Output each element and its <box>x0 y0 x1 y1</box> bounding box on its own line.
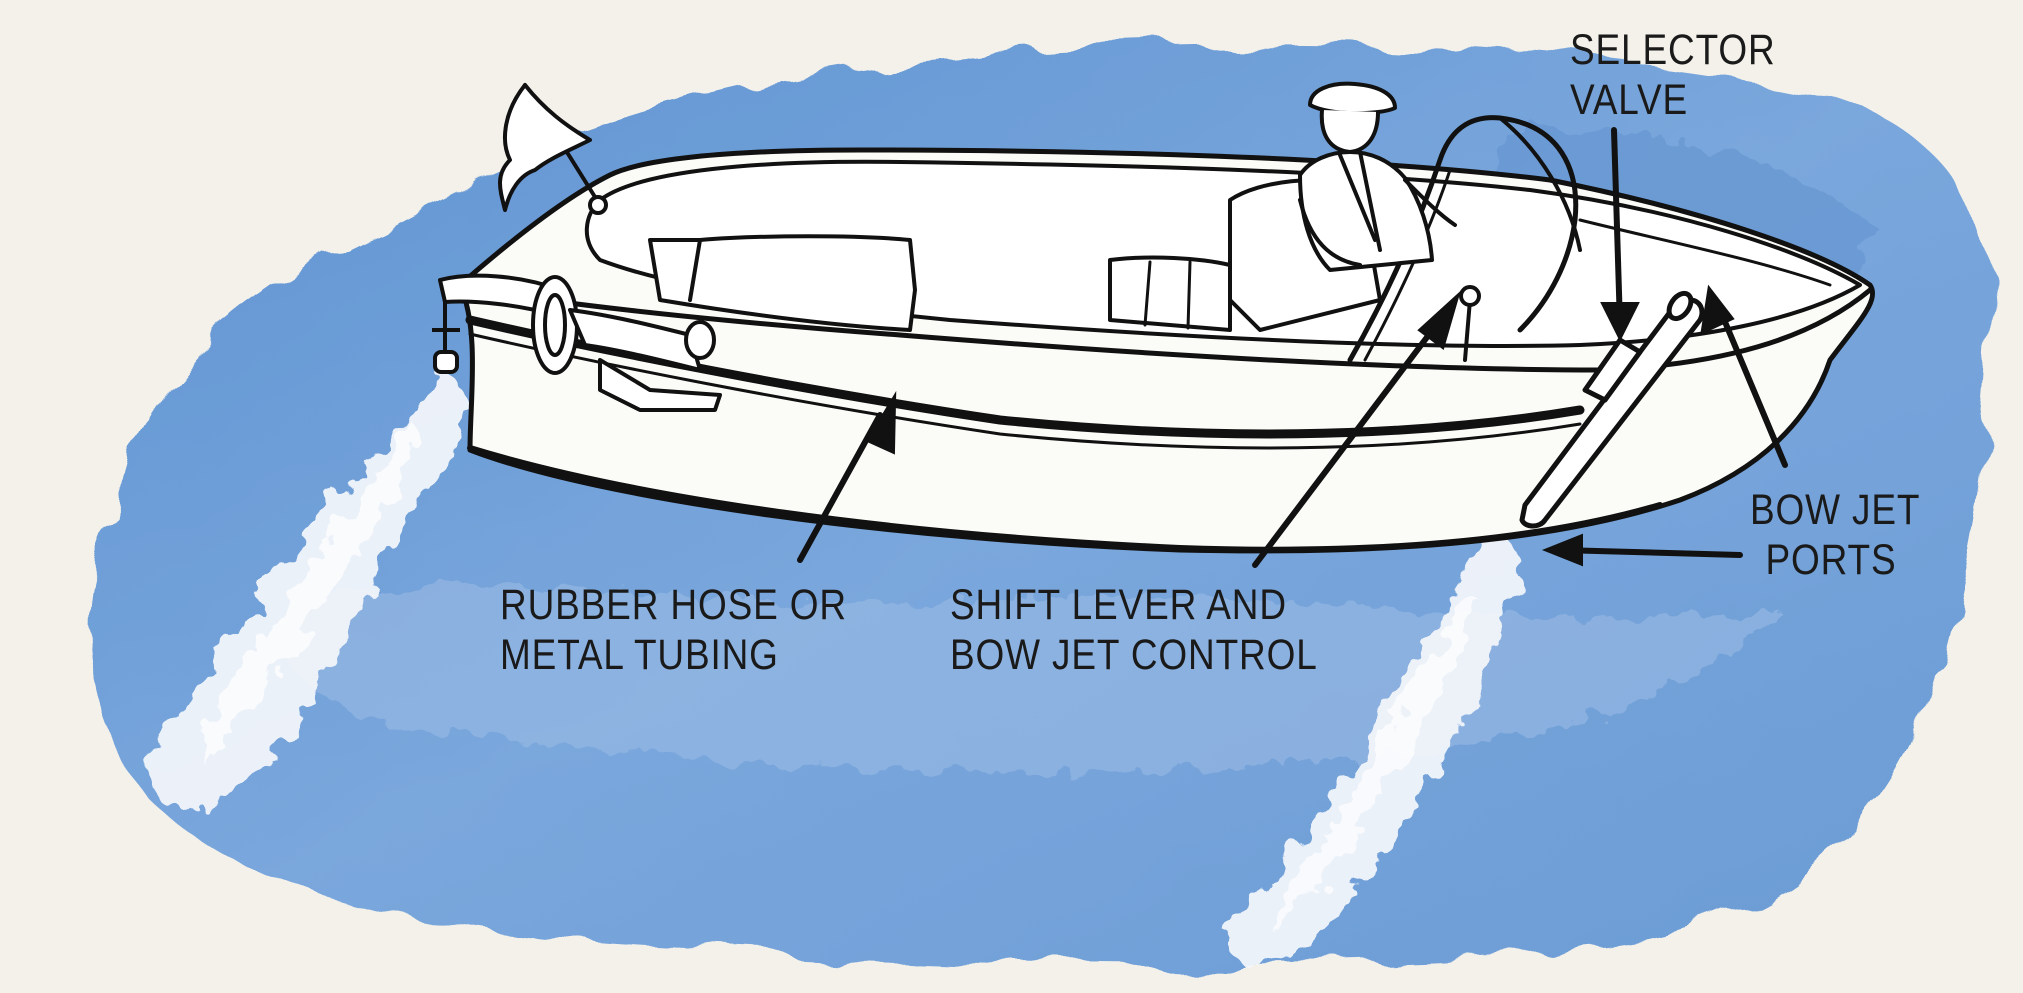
label-rubber-hose-line1: RUBBER HOSE OR <box>500 580 847 630</box>
label-rubber-hose: RUBBER HOSE OR METAL TUBING <box>500 580 847 680</box>
label-bow-jet-ports-line1: BOW JET <box>1750 485 1920 535</box>
label-shift-lever-line1: SHIFT LEVER AND <box>950 580 1318 630</box>
label-bow-jet-ports-line2: PORTS <box>1750 535 1920 585</box>
label-shift-lever: SHIFT LEVER AND BOW JET CONTROL <box>950 580 1318 680</box>
label-selector-valve-line1: SELECTOR <box>1570 25 1776 75</box>
label-bow-jet-ports: BOW JET PORTS <box>1750 485 1920 585</box>
label-selector-valve-line2: VALVE <box>1570 75 1776 125</box>
label-selector-valve: SELECTOR VALVE <box>1570 25 1776 125</box>
label-shift-lever-line2: BOW JET CONTROL <box>950 630 1318 680</box>
label-rubber-hose-line2: METAL TUBING <box>500 630 847 680</box>
